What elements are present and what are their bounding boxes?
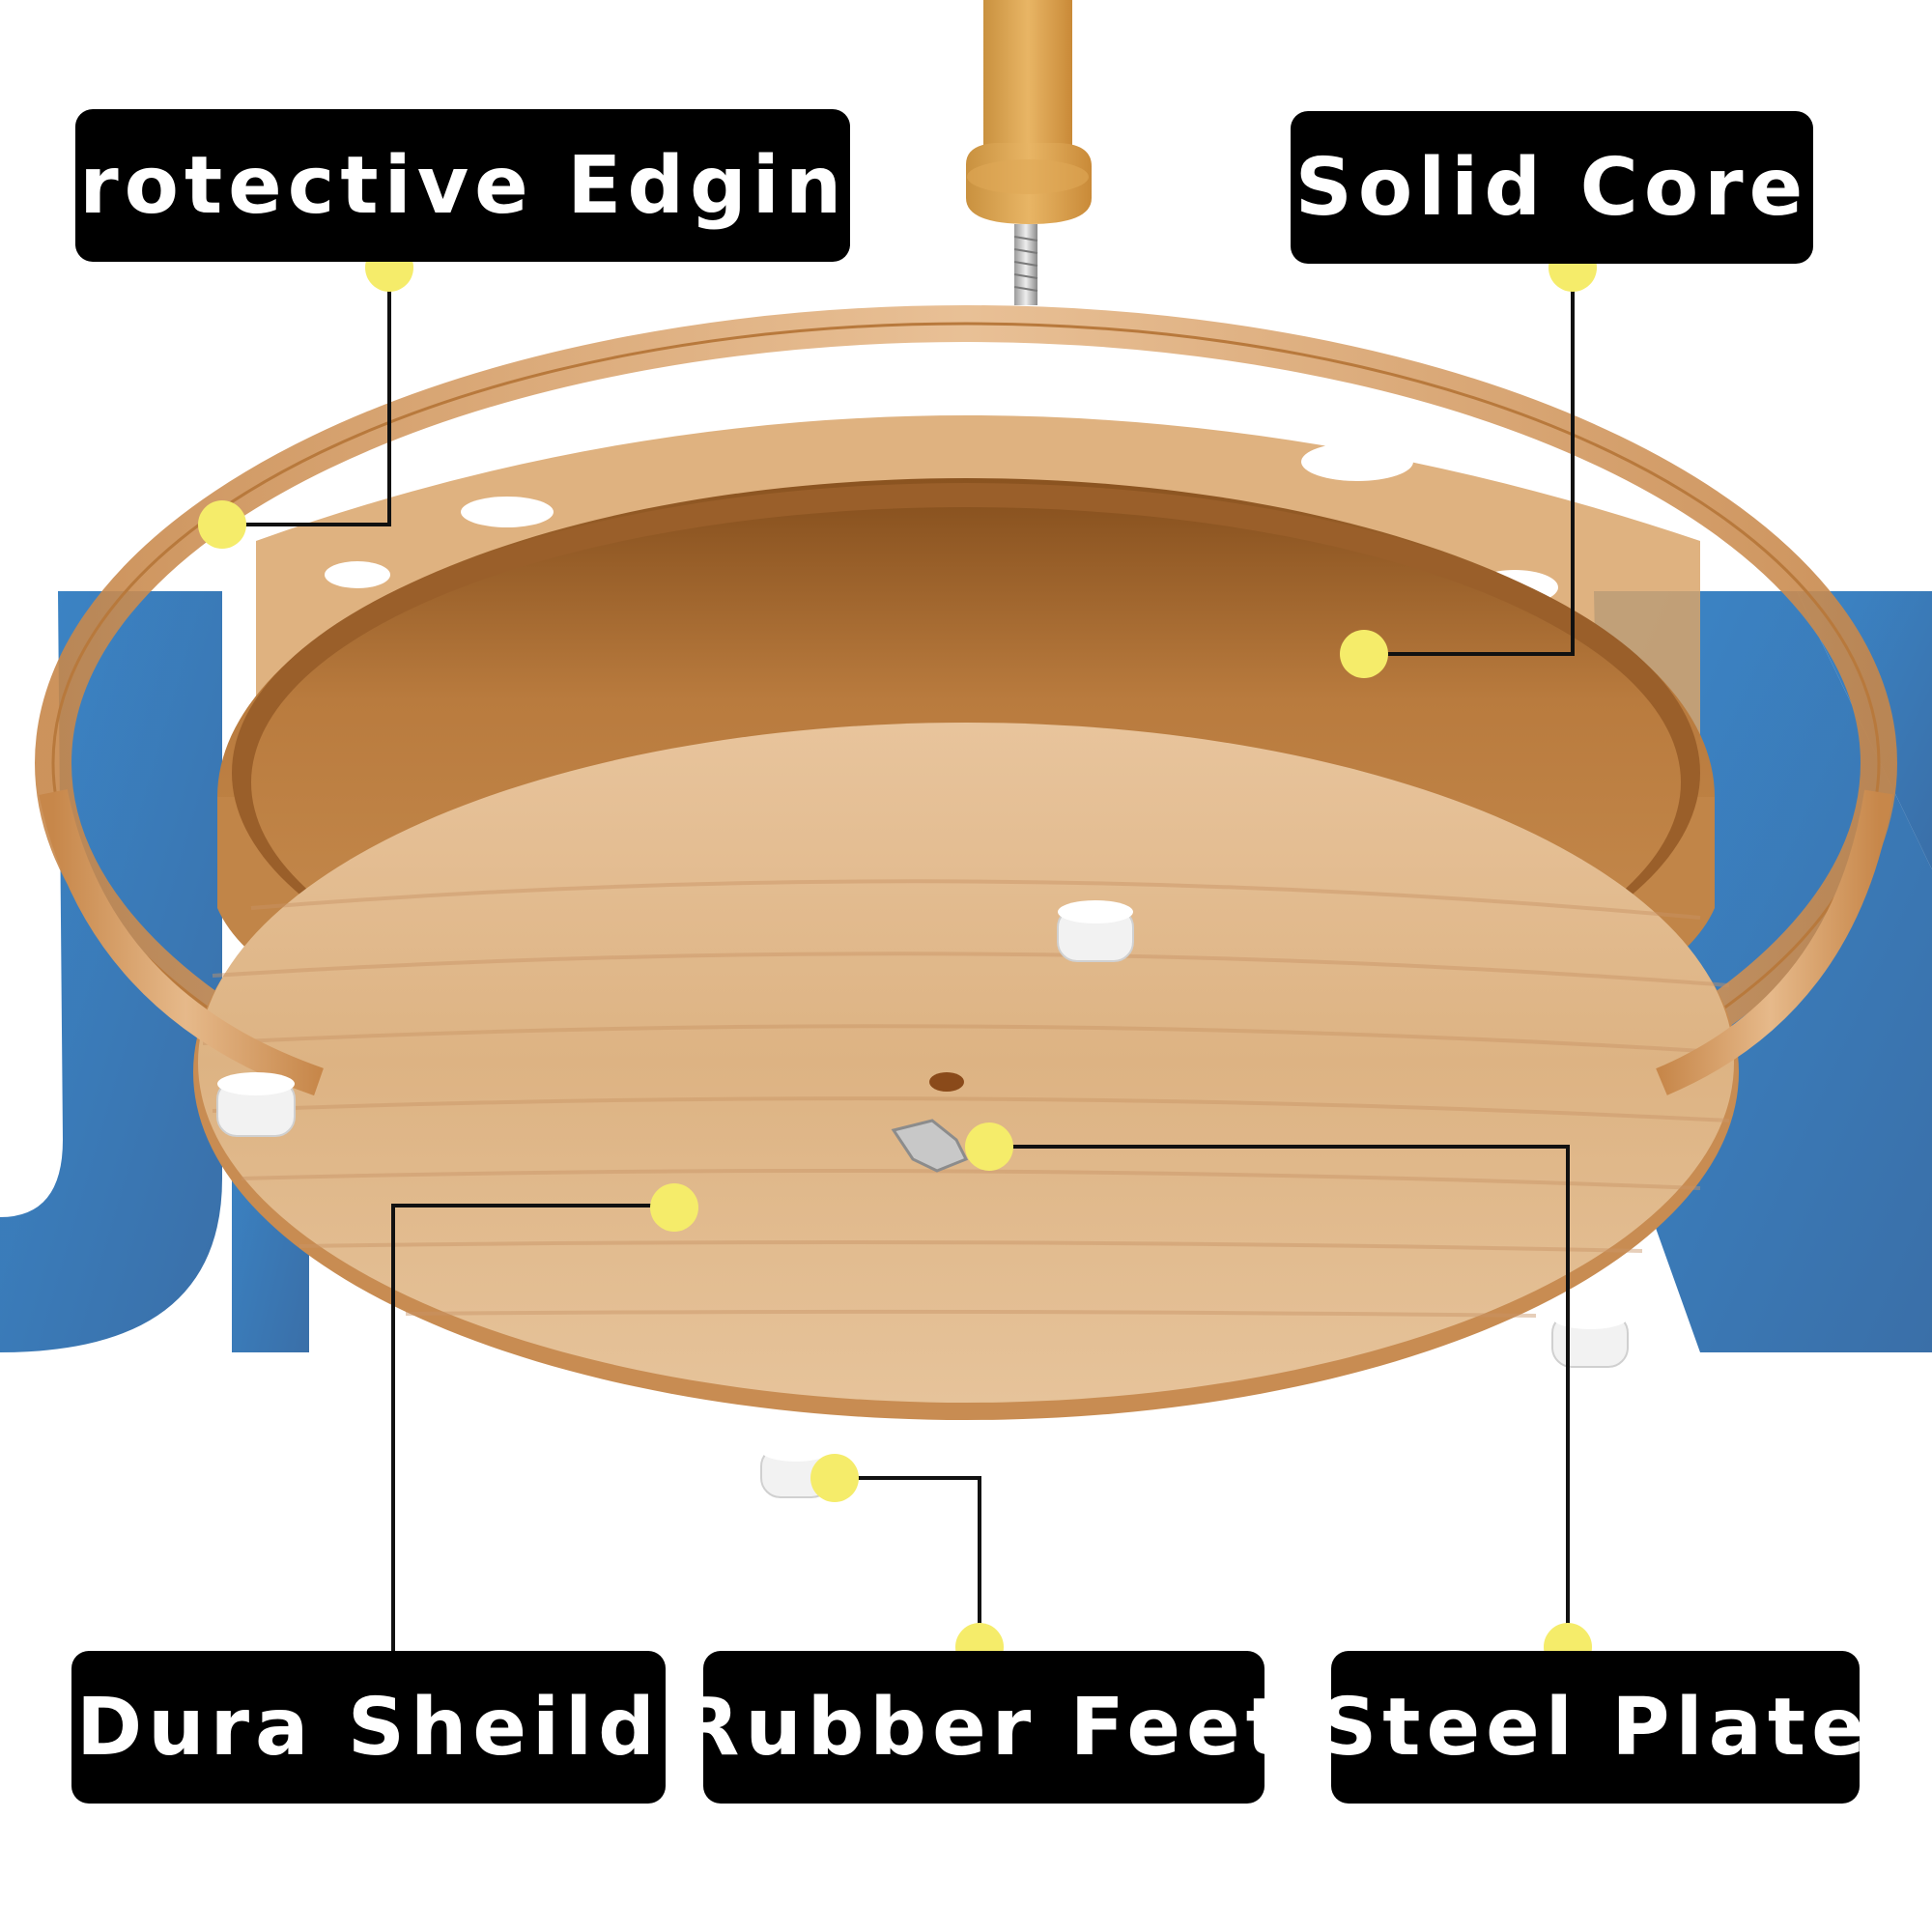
pin-steel-plate [965, 1122, 1013, 1171]
protective-edging-front [39, 788, 324, 1096]
leader-rubber-feet [835, 1476, 981, 1647]
label-steel-plate: Steel Plate [1320, 1651, 1865, 1804]
steel-plate-part [891, 1119, 969, 1173]
pin-dura-shield [650, 1183, 698, 1232]
leader-steel-plate [989, 1145, 1570, 1647]
leader-solid-core [1364, 268, 1575, 656]
label-solid-core: Solid Core [1291, 111, 1813, 264]
label-protective-edging: Protective Edging [15, 109, 904, 262]
leg-post [966, 0, 1092, 224]
dura-shield-plate [193, 723, 1739, 1420]
label-rubber-feet: Rubber Feet [678, 1651, 1284, 1804]
pin-rubber-feet [810, 1454, 859, 1502]
leader-lines [222, 268, 1575, 1651]
rubber-foot [216, 1072, 296, 1137]
pin-protective-edging [198, 500, 246, 549]
threaded-bolt [1013, 224, 1038, 305]
leader-dura-shield [391, 1204, 674, 1651]
rubber-foot [1057, 900, 1134, 962]
label-dura-shield: Dura Sheild [71, 1651, 666, 1804]
protective-edging-front-right [1656, 789, 1893, 1095]
pin-solid-core [1340, 630, 1388, 678]
rubber-foot [1551, 1306, 1629, 1368]
leader-protective-edging [222, 268, 391, 526]
